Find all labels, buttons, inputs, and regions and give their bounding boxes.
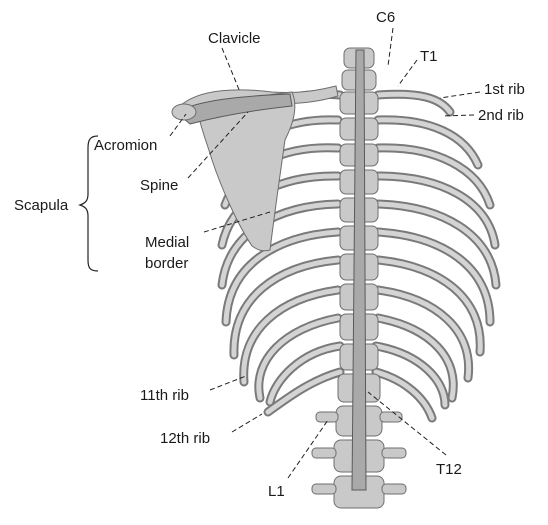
- label-clavicle: Clavicle: [208, 30, 261, 47]
- scapula-bone: [172, 92, 295, 251]
- label-t12: T12: [436, 461, 462, 478]
- label-11th-rib: 11th rib: [140, 387, 189, 404]
- label-medial-border-2: border: [145, 255, 188, 272]
- right-ribcage: [376, 94, 496, 418]
- label-c6: C6: [376, 9, 395, 26]
- label-1st-rib: 1st rib: [484, 81, 525, 98]
- label-2nd-rib: 2nd rib: [478, 107, 524, 124]
- scapula-brace: [80, 136, 98, 271]
- label-12th-rib: 12th rib: [160, 430, 210, 447]
- label-spine: Spine: [140, 177, 178, 194]
- label-t1: T1: [420, 48, 438, 65]
- label-acromion: Acromion: [94, 137, 157, 154]
- label-scapula: Scapula: [14, 197, 69, 214]
- label-medial-border: Medial: [145, 234, 189, 251]
- label-l1: L1: [268, 483, 285, 500]
